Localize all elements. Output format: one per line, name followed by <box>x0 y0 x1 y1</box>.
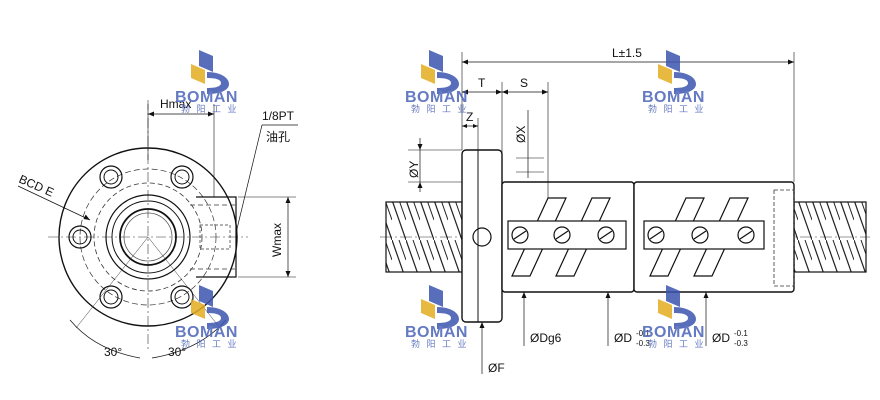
bcd-label: BCD E <box>17 172 56 200</box>
screw-icon <box>597 226 615 244</box>
watermark-logo: BOMAN 勃 阳 工 业 <box>642 285 706 349</box>
d1-lower-tol: -0.3 <box>636 339 650 348</box>
z-label: Z <box>466 110 473 124</box>
s-label: S <box>520 76 528 90</box>
svg-text:BOMAN: BOMAN <box>405 324 468 341</box>
svg-text:BOMAN: BOMAN <box>642 324 705 341</box>
angle-left-label: 30° <box>104 345 122 359</box>
screw-icon <box>691 226 709 244</box>
side-view: L±1.5 T S Z ØX ØY ØDg6 ØF <box>380 46 870 375</box>
watermark-logo: BOMAN 勃 阳 工 业 <box>175 285 239 349</box>
x-label: ØX <box>514 126 528 143</box>
oil-hole-label: 油孔 <box>266 130 290 144</box>
svg-text:勃 阳 工 业: 勃 阳 工 业 <box>411 103 469 114</box>
svg-text:BOMAN: BOMAN <box>642 89 705 106</box>
bolt-hole <box>99 165 123 189</box>
screw-icon <box>511 226 529 244</box>
svg-text:勃 阳 工 业: 勃 阳 工 业 <box>648 103 706 114</box>
svg-text:勃 阳 工 业: 勃 阳 工 业 <box>411 338 469 349</box>
oil-hole-icon <box>472 227 492 247</box>
d1-upper-tol: -0.1 <box>636 329 650 338</box>
t-label: T <box>478 76 486 90</box>
svg-text:勃 阳 工 业: 勃 阳 工 业 <box>181 103 239 114</box>
d2-label: ØD <box>712 331 730 345</box>
watermark-logo: BOMAN 勃 阳 工 业 <box>642 50 706 114</box>
length-label: L±1.5 <box>612 46 642 60</box>
screw-icon <box>737 226 755 244</box>
svg-text:勃 阳 工 业: 勃 阳 工 业 <box>648 338 706 349</box>
bolt-hole <box>99 285 123 309</box>
watermark-logo: BOMAN 勃 阳 工 业 <box>405 285 469 349</box>
dg6-label: ØDg6 <box>530 331 562 345</box>
left-screw-thread <box>385 201 463 273</box>
d2-upper-tol: -0.1 <box>734 329 748 338</box>
bolt-hole <box>68 225 92 249</box>
d2-lower-tol: -0.3 <box>734 339 748 348</box>
screw-icon <box>647 226 665 244</box>
svg-text:BOMAN: BOMAN <box>175 324 238 341</box>
angle-right-label: 30° <box>168 345 186 359</box>
watermark-logo: BOMAN 勃 阳 工 业 <box>175 50 239 114</box>
nut-flange <box>461 149 503 323</box>
svg-text:BOMAN: BOMAN <box>175 89 238 106</box>
wmax-label: Wmax <box>270 223 284 257</box>
hmax-label: Hmax <box>160 97 191 111</box>
svg-text:BOMAN: BOMAN <box>405 89 468 106</box>
svg-text:勃 阳 工 业: 勃 阳 工 业 <box>181 338 239 349</box>
bolt-hole <box>170 285 194 309</box>
f-label: ØF <box>488 361 505 375</box>
screw-icon <box>553 226 571 244</box>
bolt-hole <box>170 165 194 189</box>
y-label: ØY <box>407 161 421 178</box>
watermark-logo: BOMAN 勃 阳 工 业 <box>405 50 469 114</box>
front-view: Hmax 1/8PT 油孔 BCD E Wmax 30° 30° <box>17 97 298 359</box>
d1-label: ØD <box>614 331 632 345</box>
pt-label: 1/8PT <box>262 109 295 123</box>
right-screw-thread <box>793 201 867 273</box>
